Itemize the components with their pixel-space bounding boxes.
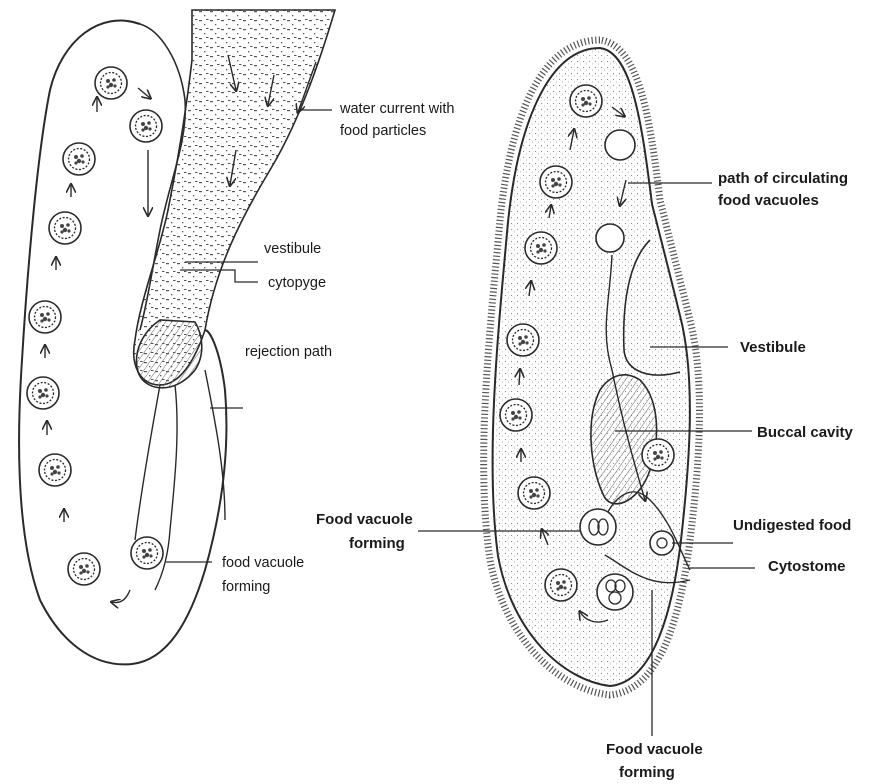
food-vacuole — [605, 130, 635, 160]
food-vacuole — [68, 553, 100, 585]
food-vacuole — [39, 454, 71, 486]
food-vacuole — [131, 537, 163, 569]
food-vacuole — [596, 224, 624, 252]
label-food-particles: food particles — [340, 123, 426, 139]
food-vacuole — [130, 110, 162, 142]
label-food-vacuole-left: food vacuole — [222, 555, 304, 571]
undigested-food-vacuole — [650, 531, 674, 555]
food-vacuole — [570, 85, 602, 117]
food-vacuole — [545, 569, 577, 601]
label-rejection-path: rejection path — [245, 344, 332, 360]
food-vacuole — [507, 324, 539, 356]
food-vacuole — [27, 377, 59, 409]
label-food-vacuoles: food vacuoles — [718, 192, 819, 209]
label-path-circulating: path of circulating — [718, 170, 848, 187]
label-food-vacuole-forming-left: Food vacuole — [316, 511, 413, 528]
food-vacuole — [540, 166, 572, 198]
label-food-vacuole-forming-bottom: Food vacuole — [606, 741, 703, 758]
food-vacuole — [642, 439, 674, 471]
food-vacuole — [63, 143, 95, 175]
label-forming-bottom: forming — [619, 764, 675, 781]
label-forming-right-left: forming — [349, 535, 405, 552]
food-vacuole — [500, 399, 532, 431]
food-vacuole — [95, 67, 127, 99]
label-water-current: water current with — [339, 101, 454, 117]
label-vestibule-right: Vestibule — [740, 339, 806, 356]
forming-vacuole — [580, 509, 616, 545]
label-vestibule-left: vestibule — [264, 241, 321, 257]
label-undigested-food: Undigested food — [733, 517, 851, 534]
label-cytostome: Cytostome — [768, 558, 846, 575]
label-cytopyge: cytopyge — [268, 275, 326, 291]
label-forming-left: forming — [222, 579, 270, 595]
food-vacuole — [29, 301, 61, 333]
right-paramecium — [418, 40, 755, 736]
right-body-outline — [493, 48, 690, 686]
food-vacuole — [525, 232, 557, 264]
forming-vacuole-bottom — [597, 574, 633, 610]
label-buccal-cavity: Buccal cavity — [757, 424, 854, 441]
food-vacuole — [49, 212, 81, 244]
food-vacuole — [518, 477, 550, 509]
